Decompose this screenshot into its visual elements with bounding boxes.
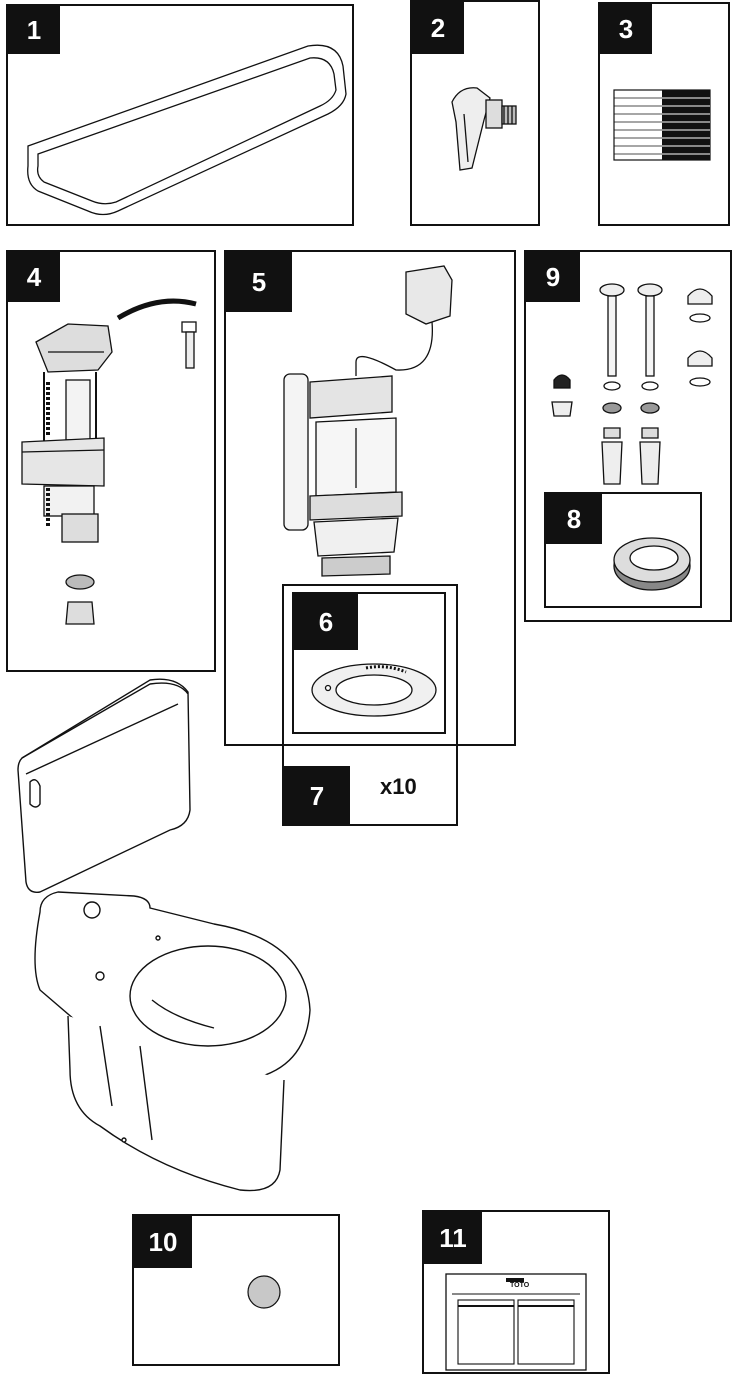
trip-lever-illustration bbox=[451, 87, 517, 171]
part-8-number: 8 bbox=[546, 494, 602, 544]
tank-bolts-illustration bbox=[551, 283, 713, 485]
part-3-panel: 3 bbox=[598, 2, 730, 226]
part-1-panel: 1 bbox=[6, 4, 354, 226]
part-10-number: 10 bbox=[134, 1216, 192, 1268]
part-7-number: 7 bbox=[284, 766, 350, 826]
part-4-number: 4 bbox=[8, 252, 60, 302]
part-6-panel: 6 bbox=[292, 592, 446, 734]
manual-booklet-illustration bbox=[445, 1273, 587, 1371]
part-10-panel: 10 bbox=[132, 1214, 340, 1366]
tank-gasket-illustration bbox=[613, 537, 691, 591]
bolt-cap-illustration bbox=[247, 1275, 281, 1309]
part-2-number: 2 bbox=[412, 2, 464, 54]
part-3-number: 3 bbox=[600, 4, 652, 54]
part-11-panel: 11 TOTO bbox=[422, 1210, 610, 1374]
tank-lid-illustration bbox=[27, 44, 347, 216]
part-4-panel: 4 bbox=[6, 250, 216, 672]
part-5-number: 5 bbox=[226, 252, 292, 312]
part-2-panel: 2 bbox=[410, 0, 540, 226]
part-7-panel: 7 x10 bbox=[282, 584, 458, 826]
part-9-number: 9 bbox=[526, 252, 580, 302]
toilet-assembly-illustration bbox=[17, 678, 311, 1192]
part-8-panel: 8 bbox=[544, 492, 702, 608]
part-7-quantity: x10 bbox=[380, 774, 417, 799]
flush-valve-illustration bbox=[283, 265, 453, 577]
label-sheet-illustration bbox=[613, 89, 711, 161]
fill-valve-illustration bbox=[21, 298, 197, 625]
manual-brand-text: TOTO bbox=[510, 1282, 530, 1289]
gasket-plate-illustration bbox=[311, 663, 437, 717]
part-6-number: 6 bbox=[294, 594, 358, 650]
part-1-number: 1 bbox=[8, 6, 60, 54]
part-11-number: 11 bbox=[424, 1212, 482, 1264]
